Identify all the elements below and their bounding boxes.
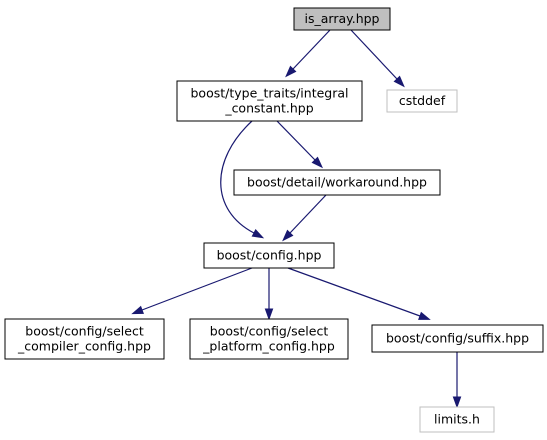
node-box (189, 318, 349, 360)
nodes-layer: is_array.hppboost/type_traits/integral_c… (4, 7, 544, 433)
node-label: boost/config/select (25, 324, 144, 339)
edge-line (141, 267, 253, 311)
arrowhead (251, 228, 265, 239)
arrowhead (131, 305, 145, 315)
node-box (176, 80, 363, 122)
node-config[interactable]: boost/config.hpp (203, 242, 335, 269)
node-label: boost/config/suffix.hpp (386, 331, 529, 346)
node-box (386, 89, 458, 113)
arrowhead (282, 229, 294, 242)
arrowhead (285, 65, 297, 78)
edge-integral_constant-to-workaround (276, 120, 324, 169)
node-label: _platform_config.hpp (202, 339, 335, 354)
node-label: cstddef (399, 93, 446, 108)
edge-line (292, 29, 331, 70)
arrowhead (418, 311, 431, 320)
node-label: _compiler_config.hpp (17, 339, 151, 354)
edge-workaround-to-config (282, 194, 327, 242)
edge-config-to-select_platform (264, 268, 274, 321)
node-box (233, 169, 441, 196)
edge-line (276, 120, 316, 161)
edge-config-to-suffix (287, 267, 431, 320)
node-integral-constant[interactable]: boost/type_traits/integral_constant.hpp (176, 80, 363, 122)
edge-suffix-to-limits (452, 352, 462, 409)
node-label: limits.h (434, 412, 480, 427)
edges-layer (131, 29, 462, 409)
edge-line (287, 267, 421, 317)
node-workaround[interactable]: boost/detail/workaround.hpp (233, 169, 441, 196)
node-is-array[interactable]: is_array.hpp (293, 7, 391, 31)
node-limits[interactable]: limits.h (419, 406, 495, 433)
node-label: boost/config.hpp (217, 248, 322, 263)
node-select-platform[interactable]: boost/config/select_platform_config.hpp (189, 318, 349, 360)
node-label: _constant.hpp (224, 101, 313, 116)
node-cstddef[interactable]: cstddef (386, 89, 458, 113)
node-label: is_array.hpp (305, 11, 380, 26)
edge-line (289, 194, 327, 234)
node-label: boost/type_traits/integral (190, 86, 348, 101)
node-box (203, 242, 335, 269)
node-box (4, 318, 165, 360)
node-label: boost/config/select (210, 324, 329, 339)
node-box (293, 7, 391, 31)
node-select-compiler[interactable]: boost/config/select_compiler_config.hpp (4, 318, 165, 360)
arrowhead (452, 396, 462, 409)
edge-is_array-to-integral_constant (285, 29, 331, 78)
node-label: boost/detail/workaround.hpp (247, 175, 427, 190)
edge-config-to-select_compiler (131, 267, 253, 315)
arrowhead (311, 156, 324, 169)
arrowhead (393, 75, 405, 88)
node-box (371, 324, 544, 353)
edge-line (350, 29, 398, 80)
edge-is_array-to-cstddef (350, 29, 405, 88)
edge-integral_constant-to-config (220, 120, 265, 239)
node-box (419, 406, 495, 433)
node-suffix[interactable]: boost/config/suffix.hpp (371, 324, 544, 353)
arrowhead (264, 308, 274, 321)
edge-line (220, 120, 255, 234)
